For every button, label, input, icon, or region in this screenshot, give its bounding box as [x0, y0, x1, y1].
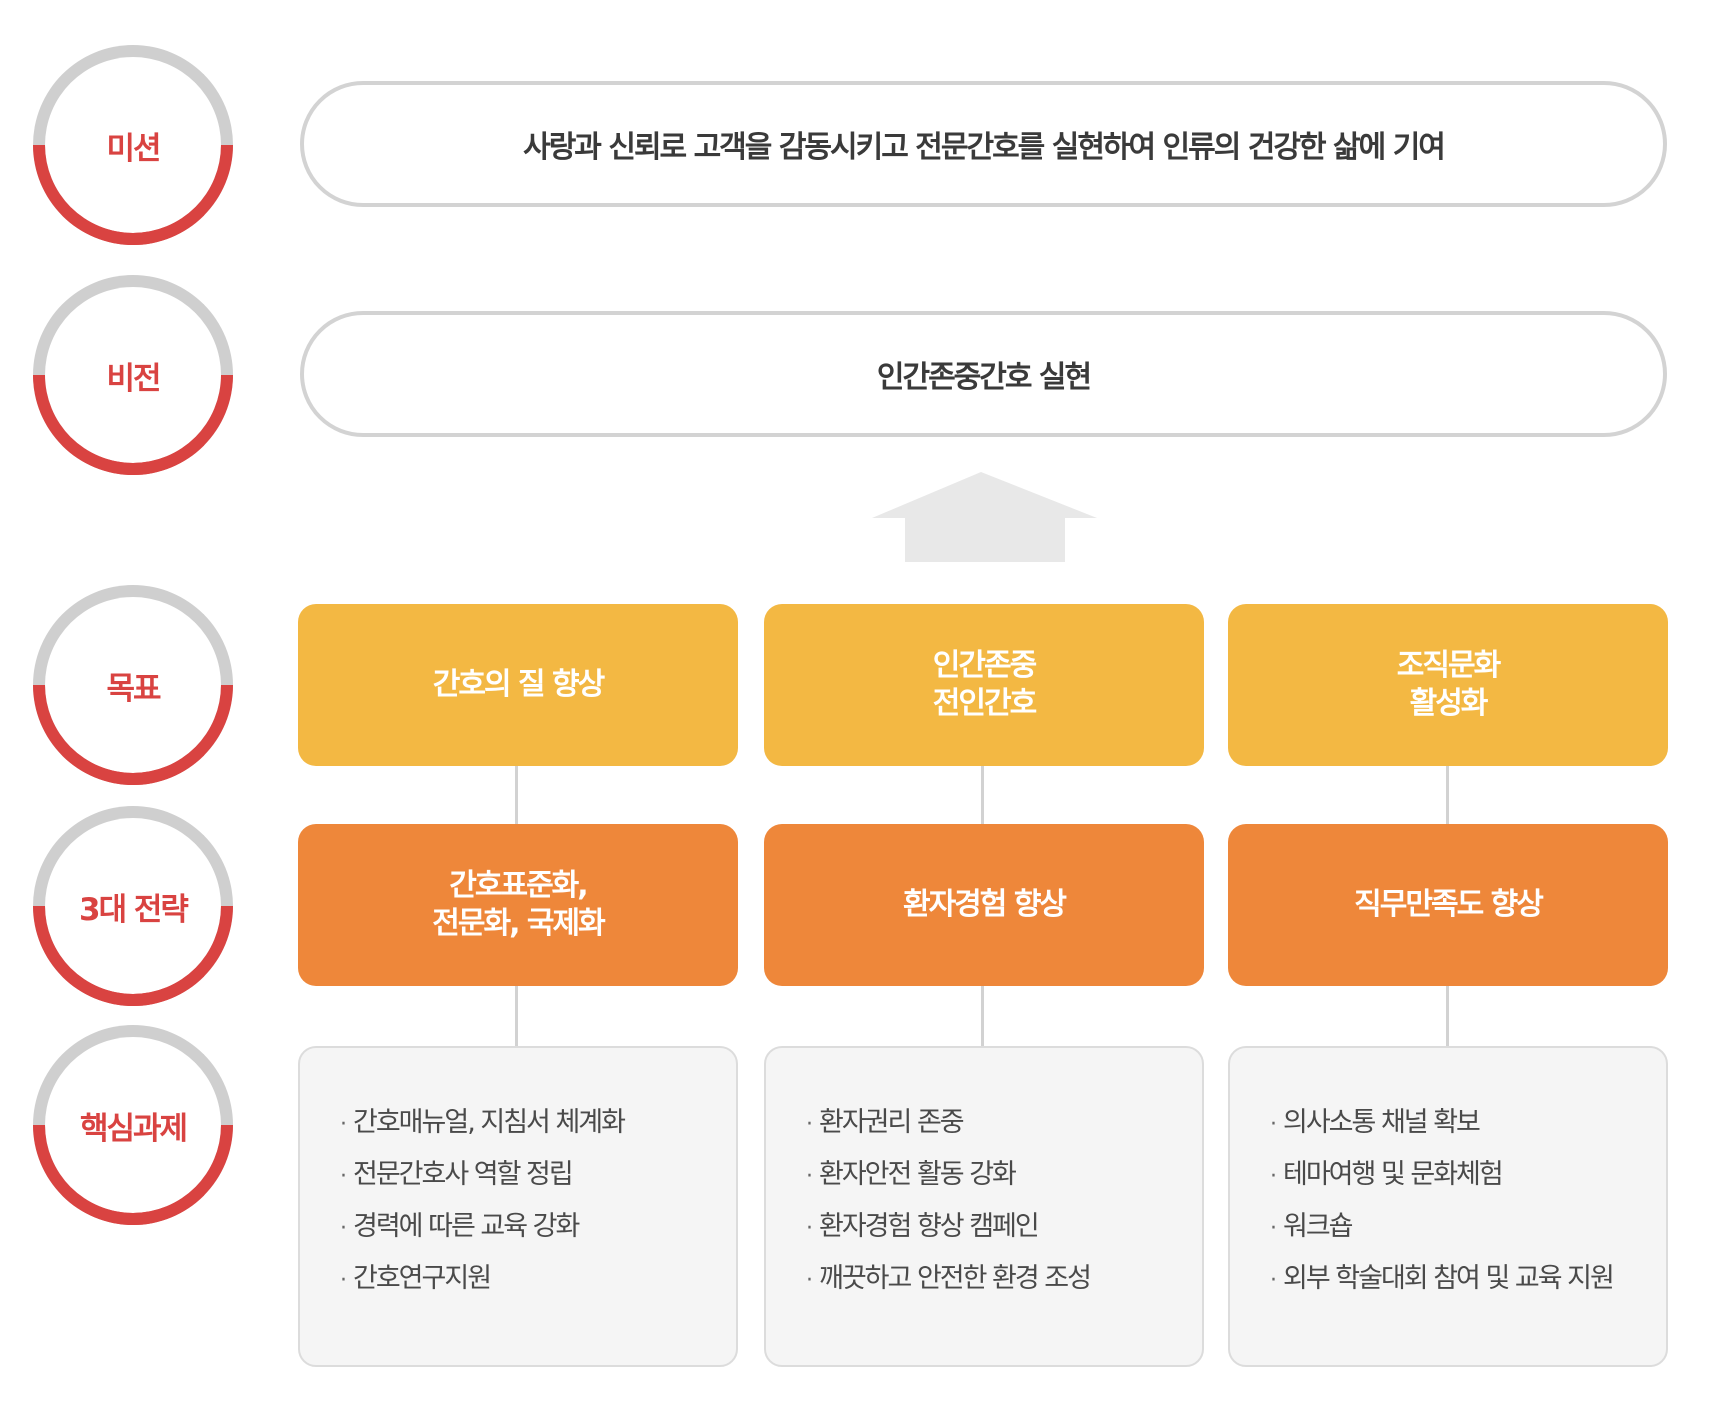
bullet-icon: ·	[1270, 1164, 1277, 1189]
goal-text: 간호의 질 향상	[432, 667, 605, 702]
row-label-text: 핵심과제	[79, 1110, 188, 1147]
connector-line	[1446, 766, 1449, 824]
connector-line	[515, 766, 518, 824]
task-text: 의사소통 채널 확보	[1283, 1107, 1481, 1138]
row-label-strategy: 3대 전략	[33, 806, 233, 1006]
list-item: ·경력에 따른 교육 강화	[340, 1202, 624, 1254]
task-text: 환자권리 존중	[819, 1107, 965, 1138]
row-label-text: 3대 전략	[79, 891, 189, 928]
task-text: 간호연구지원	[353, 1263, 492, 1294]
task-list: ·환자권리 존중 ·환자안전 활동 강화 ·환자경험 향상 캠페인 ·깨끗하고 …	[766, 1048, 1092, 1306]
vision-text: 인간존중간호 실현	[876, 360, 1092, 395]
connector-line	[1446, 986, 1449, 1046]
strategy-text: 환자경험 향상	[902, 887, 1067, 922]
bullet-icon: ·	[1270, 1268, 1277, 1293]
list-item: ·환자권리 존중	[806, 1098, 1090, 1150]
row-label-text: 목표	[106, 670, 161, 707]
row-label-text: 미션	[106, 130, 161, 167]
task-text: 테마여행 및 문화체험	[1283, 1159, 1504, 1190]
bullet-icon: ·	[806, 1216, 813, 1241]
list-item: ·환자안전 활동 강화	[806, 1150, 1090, 1202]
strategy-text: 간호표준화, 전문화, 국제화	[432, 868, 605, 941]
task-text: 워크숍	[1283, 1211, 1354, 1242]
list-item: ·워크숍	[1270, 1202, 1613, 1254]
list-item: ·깨끗하고 안전한 환경 조성	[806, 1254, 1092, 1306]
task-text: 경력에 따른 교육 강화	[353, 1211, 580, 1242]
list-item: ·환자경험 향상 캠페인	[806, 1202, 1090, 1254]
task-text: 환자안전 활동 강화	[819, 1159, 1017, 1190]
list-item: ·전문간호사 역할 정립	[340, 1150, 624, 1202]
row-label-mission: 미션	[33, 45, 233, 245]
task-text: 간호매뉴얼, 지침서 체계화	[353, 1107, 626, 1138]
goal-box-culture: 조직문화 활성화	[1228, 604, 1668, 766]
task-text: 전문간호사 역할 정립	[353, 1159, 574, 1190]
row-label-goal: 목표	[33, 585, 233, 785]
bullet-icon: ·	[806, 1112, 813, 1137]
bullet-icon: ·	[1270, 1112, 1277, 1137]
strategy-box-job-satisfaction: 직무만족도 향상	[1228, 824, 1668, 986]
mission-box: 사랑과 신뢰로 고객을 감동시키고 전문간호를 실현하여 인류의 건강한 삶에 …	[300, 81, 1667, 207]
bullet-icon: ·	[340, 1268, 347, 1293]
up-arrow-icon	[872, 472, 1097, 562]
bullet-icon: ·	[1270, 1216, 1277, 1241]
strategy-box-patient-experience: 환자경험 향상	[764, 824, 1204, 986]
connector-line	[981, 986, 984, 1046]
task-list: ·의사소통 채널 확보 ·테마여행 및 문화체험 ·워크숍 ·외부 학술대회 참…	[1230, 1048, 1615, 1306]
connector-line	[515, 986, 518, 1046]
strategy-text: 직무만족도 향상	[1354, 887, 1544, 922]
task-list: ·간호매뉴얼, 지침서 체계화 ·전문간호사 역할 정립 ·경력에 따른 교육 …	[300, 1048, 626, 1306]
list-item: ·테마여행 및 문화체험	[1270, 1150, 1613, 1202]
bullet-icon: ·	[340, 1164, 347, 1189]
list-item: ·의사소통 채널 확보	[1270, 1098, 1613, 1150]
list-item: ·간호매뉴얼, 지침서 체계화	[340, 1098, 626, 1150]
bullet-icon: ·	[340, 1216, 347, 1241]
row-label-core-tasks: 핵심과제	[33, 1025, 233, 1225]
vision-box: 인간존중간호 실현	[300, 311, 1667, 437]
task-box-1: ·간호매뉴얼, 지침서 체계화 ·전문간호사 역할 정립 ·경력에 따른 교육 …	[298, 1046, 738, 1367]
list-item: ·간호연구지원	[340, 1254, 624, 1306]
task-text: 외부 학술대회 참여 및 교육 지원	[1283, 1263, 1615, 1294]
connector-line	[981, 766, 984, 824]
goal-text: 조직문화 활성화	[1396, 648, 1501, 721]
bullet-icon: ·	[340, 1112, 347, 1137]
goal-box-quality: 간호의 질 향상	[298, 604, 738, 766]
mission-text: 사랑과 신뢰로 고객을 감동시키고 전문간호를 실현하여 인류의 건강한 삶에 …	[523, 130, 1446, 165]
bullet-icon: ·	[806, 1164, 813, 1189]
goal-box-holistic-care: 인간존중 전인간호	[764, 604, 1204, 766]
row-label-vision: 비전	[33, 275, 233, 475]
task-text: 환자경험 향상 캠페인	[819, 1211, 1040, 1242]
list-item: ·외부 학술대회 참여 및 교육 지원	[1270, 1254, 1615, 1306]
task-text: 깨끗하고 안전한 환경 조성	[819, 1263, 1092, 1294]
task-box-2: ·환자권리 존중 ·환자안전 활동 강화 ·환자경험 향상 캠페인 ·깨끗하고 …	[764, 1046, 1204, 1367]
task-box-3: ·의사소통 채널 확보 ·테마여행 및 문화체험 ·워크숍 ·외부 학술대회 참…	[1228, 1046, 1668, 1367]
row-label-text: 비전	[106, 360, 161, 397]
goal-text: 인간존중 전인간호	[932, 648, 1037, 721]
strategy-box-standardization: 간호표준화, 전문화, 국제화	[298, 824, 738, 986]
bullet-icon: ·	[806, 1268, 813, 1293]
